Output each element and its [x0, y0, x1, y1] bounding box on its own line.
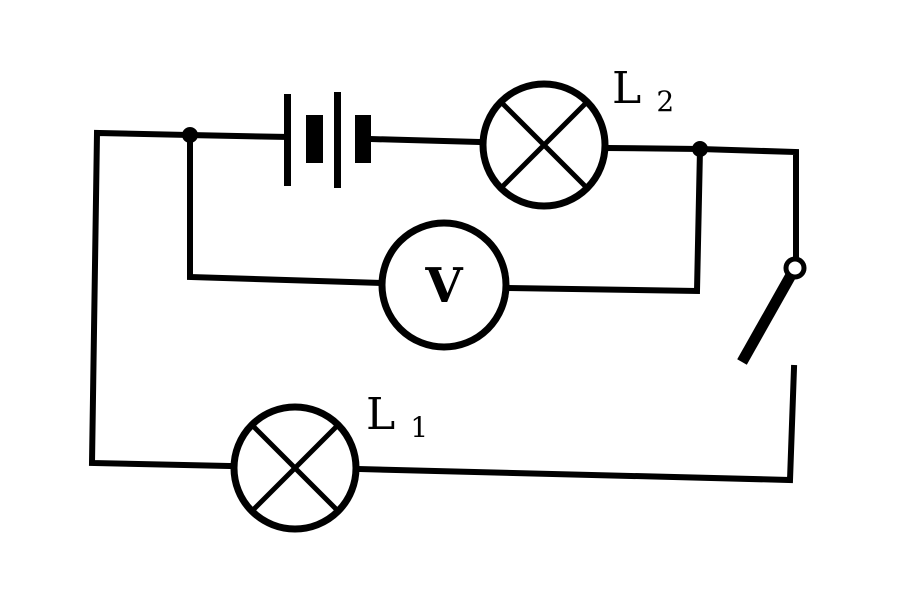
- lamp-l1-subscript: 1: [410, 411, 428, 444]
- lamp-l1: L 1: [230, 389, 428, 533]
- switch-pivot: [783, 256, 807, 280]
- lamp-l2-label: L 2: [612, 63, 674, 118]
- lamp-l2-letter: L: [612, 63, 641, 114]
- switch-blade: [737, 265, 800, 365]
- switch: [737, 256, 807, 365]
- wire-top-left: [88, 129, 236, 470]
- voltmeter: V: [378, 219, 510, 351]
- voltmeter-circle: [378, 219, 510, 351]
- wire-to-battery: [186, 131, 291, 141]
- battery-long-plate-1: [284, 94, 291, 186]
- battery-short-plate-2: [355, 115, 371, 163]
- voltmeter-label: V: [424, 258, 463, 314]
- lamp-l1-cross-b: [250, 423, 340, 513]
- wire-voltmeter-left: [187, 132, 386, 287]
- wire-voltmeter-right: [502, 145, 704, 295]
- junction-node-left: [182, 127, 198, 143]
- battery-long-plate-2: [334, 92, 341, 188]
- wire-battery-to-l2: [366, 135, 485, 146]
- lamp-l2-subscript: 2: [656, 85, 674, 118]
- wires: [88, 129, 799, 484]
- wire-bottom-right: [354, 364, 798, 484]
- battery-short-plate-1: [306, 115, 323, 163]
- lamp-l2: L 2: [479, 63, 674, 210]
- lamp-l1-letter: L: [366, 389, 395, 440]
- lamp-l2-cross-b: [499, 100, 589, 190]
- wire-l2-to-switch: [604, 144, 799, 269]
- lamp-l1-label: L 1: [366, 389, 428, 444]
- junction-node-right: [692, 141, 708, 157]
- battery: [284, 92, 371, 188]
